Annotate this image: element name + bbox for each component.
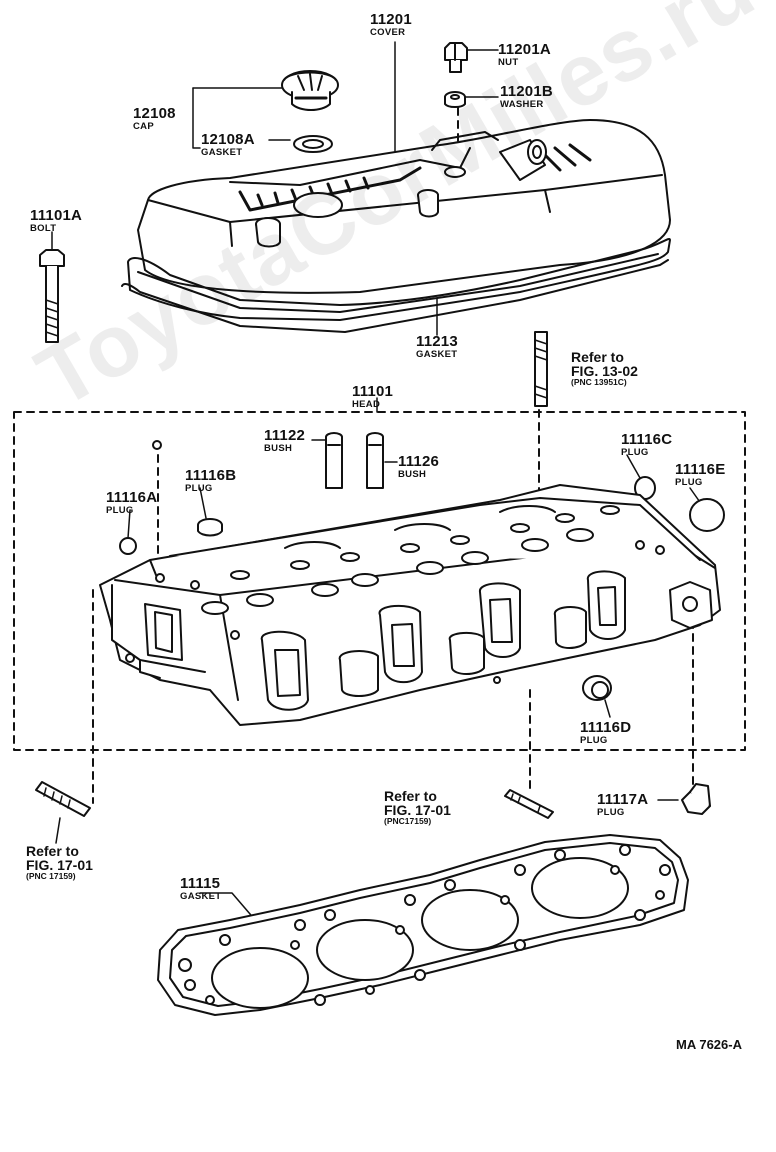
reference-title: Refer to — [571, 349, 624, 365]
part-label-cap[interactable]: 12108 CAP — [133, 106, 176, 132]
part-number: 12108A — [201, 131, 255, 148]
stud-fig-17-01-left — [35, 781, 91, 817]
plug-11116A-shape — [119, 537, 137, 555]
part-label-washer[interactable]: 11201B WASHER — [500, 84, 553, 110]
stud-fig-13-02 — [534, 331, 548, 407]
part-label-plug-c[interactable]: 11116C PLUG — [621, 432, 672, 458]
oil-filler-cap — [281, 70, 339, 111]
part-name: GASKET — [416, 349, 458, 360]
part-name: BOLT — [30, 223, 57, 234]
plug-11117A-shape — [681, 783, 711, 815]
part-label-cap-gasket[interactable]: 12108A GASKET — [201, 132, 255, 158]
part-label-bolt[interactable]: 11101A BOLT — [30, 208, 82, 234]
part-name: HEAD — [352, 399, 381, 410]
reference-pnc: (PNC 17159) — [26, 871, 76, 881]
cover-nut — [444, 42, 468, 73]
head-gasket-shape — [157, 834, 689, 1016]
part-label-bush-1[interactable]: 11122 BUSH — [264, 428, 305, 454]
part-name: CAP — [133, 121, 154, 132]
reference-fig-17-01-left[interactable]: Refer to FIG. 17-01 (PNC 17159) — [26, 844, 93, 881]
part-number: 11116C — [621, 431, 673, 448]
part-number: 11126 — [398, 453, 440, 470]
part-label-nut[interactable]: 11201A NUT — [498, 42, 551, 68]
part-label-plug-b[interactable]: 11116B PLUG — [185, 468, 236, 494]
part-label-head-gasket[interactable]: 11115 GASKET — [180, 876, 221, 902]
reference-fig: FIG. 13-02 — [571, 363, 638, 379]
plug-dot — [152, 440, 162, 450]
reference-pnc: (PNC 13951C) — [571, 377, 627, 387]
reference-pnc: (PNC17159) — [384, 816, 432, 826]
part-name: WASHER — [500, 99, 544, 110]
part-name: PLUG — [675, 477, 703, 488]
part-number: 11122 — [264, 427, 306, 444]
part-label-cover-gasket[interactable]: 11213 GASKET — [416, 334, 458, 360]
part-number: 11201 — [370, 11, 412, 28]
cover-gasket — [121, 238, 671, 333]
part-name: PLUG — [185, 483, 213, 494]
part-name: NUT — [498, 57, 519, 68]
plug-11116E-shape — [689, 498, 725, 532]
part-number: 11213 — [416, 333, 458, 350]
part-label-bush-2[interactable]: 11126 BUSH — [398, 454, 439, 480]
part-name: PLUG — [597, 807, 625, 818]
part-number: 12108 — [133, 105, 176, 122]
part-label-plug-17a[interactable]: 11117A PLUG — [597, 792, 648, 818]
reference-fig: FIG. 17-01 — [26, 857, 93, 873]
part-name: GASKET — [201, 147, 243, 158]
cover-washer — [444, 91, 466, 108]
cap-gasket-ring — [293, 135, 333, 153]
part-number: 11201A — [498, 41, 551, 58]
reference-title: Refer to — [26, 843, 79, 859]
valve-bush-1 — [325, 432, 343, 489]
part-number: 11116E — [675, 461, 726, 478]
part-number: 11117A — [597, 791, 649, 808]
reference-fig-13-02[interactable]: Refer to FIG. 13-02 (PNC 13951C) — [571, 350, 638, 387]
part-number: 11201B — [500, 83, 553, 100]
part-number: 11101A — [30, 207, 83, 224]
part-label-cover[interactable]: 11201 COVER — [370, 12, 412, 38]
cylinder-head — [99, 484, 721, 726]
part-name: BUSH — [398, 469, 427, 480]
part-number: 11101 — [352, 383, 394, 400]
part-label-plug-e[interactable]: 11116E PLUG — [675, 462, 725, 488]
reference-title: Refer to — [384, 788, 437, 804]
part-label-head[interactable]: 11101 HEAD — [352, 384, 393, 410]
part-name: PLUG — [106, 505, 134, 516]
part-name: GASKET — [180, 891, 222, 902]
reference-fig-17-01-mid[interactable]: Refer to FIG. 17-01 (PNC17159) — [384, 789, 451, 826]
part-number: 11116D — [580, 719, 632, 736]
cover-bolt — [39, 249, 65, 343]
drawing-code: MA 7626-A — [676, 1037, 742, 1052]
part-name: BUSH — [264, 443, 293, 454]
part-number: 11116B — [185, 467, 237, 484]
part-label-plug-d[interactable]: 11116D PLUG — [580, 720, 631, 746]
part-name: COVER — [370, 27, 406, 38]
valve-bush-2 — [366, 432, 384, 489]
part-name: PLUG — [580, 735, 608, 746]
plug-11116B-shape — [197, 518, 223, 537]
part-number: 11115 — [180, 875, 221, 892]
stud-fig-17-01-mid — [504, 789, 554, 819]
part-label-plug-a[interactable]: 11116A PLUG — [106, 490, 157, 516]
part-number: 11116A — [106, 489, 158, 506]
reference-fig: FIG. 17-01 — [384, 802, 451, 818]
part-name: PLUG — [621, 447, 649, 458]
plug-11116D-shape — [582, 675, 612, 701]
head-cover — [137, 119, 671, 294]
